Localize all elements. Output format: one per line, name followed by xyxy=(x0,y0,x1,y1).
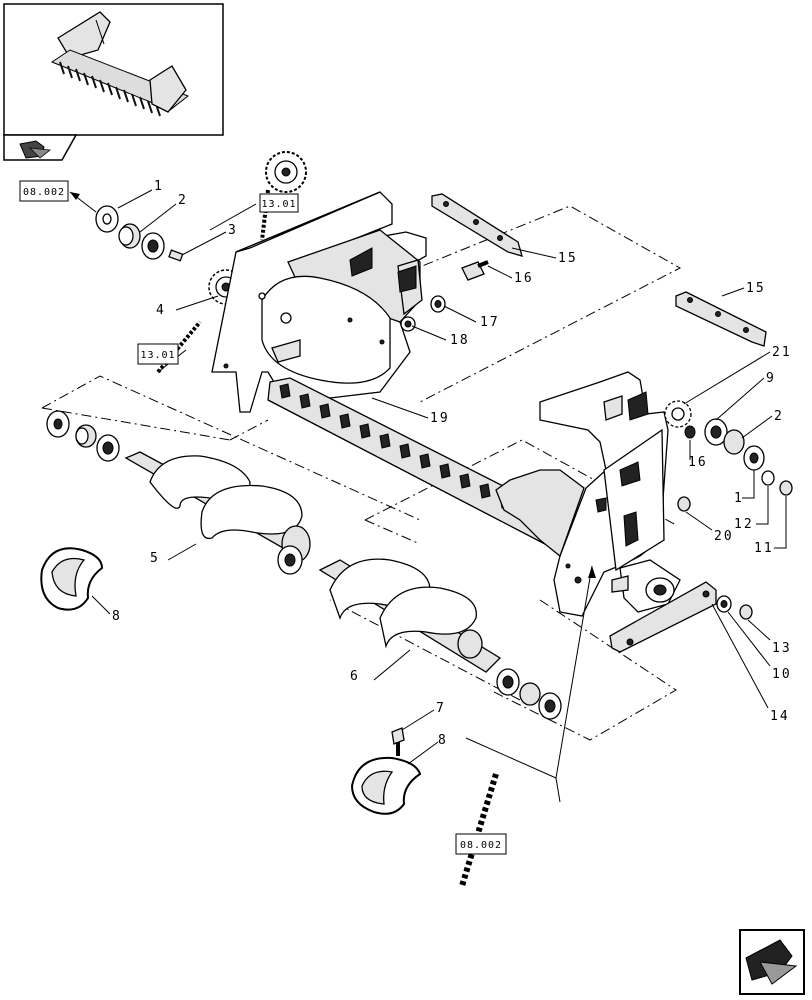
callout-10: 10 xyxy=(772,667,792,682)
callout-9: 9 xyxy=(766,371,776,386)
callout-2-left: 2 xyxy=(178,193,188,208)
bushing-part-2-left xyxy=(118,223,141,249)
svg-text:13.01: 13.01 xyxy=(261,199,296,210)
ref-box-1301-mid[interactable]: 13.01 xyxy=(137,343,179,365)
callout-5: 5 xyxy=(150,551,160,566)
bolt-part-3 xyxy=(168,249,184,262)
ref-box-08002-bottom[interactable]: 08.002 xyxy=(455,833,507,855)
callout-6: 6 xyxy=(350,669,360,684)
pivot-axle-assembly xyxy=(611,559,681,613)
callout-15-right: 15 xyxy=(746,281,766,296)
folder-arrow-icon[interactable] xyxy=(3,134,78,161)
leader-lines xyxy=(91,189,787,765)
drive-chain xyxy=(459,773,499,887)
callout-19: 19 xyxy=(430,411,450,426)
right-side-frame xyxy=(495,371,669,617)
callout-3: 3 xyxy=(228,223,238,238)
washer-part-1-right xyxy=(743,445,765,471)
callout-labels: 1 2 3 4 5 6 7 8 8 15 16 17 18 19 15 21 9… xyxy=(112,179,792,748)
callout-16-right: 16 xyxy=(688,455,708,470)
ref-box-08002-top[interactable]: 08.002 xyxy=(19,180,69,202)
washer-part-10 xyxy=(716,595,732,613)
callout-18: 18 xyxy=(450,333,470,348)
flange-part-9 xyxy=(704,418,728,446)
auger-part-5 xyxy=(124,451,311,575)
callout-15-top: 15 xyxy=(558,251,578,266)
nut-part-11 xyxy=(779,480,793,496)
auger-part-6 xyxy=(318,558,562,720)
callout-11: 11 xyxy=(754,541,774,556)
nut-part-17 xyxy=(430,295,446,313)
callout-12: 12 xyxy=(734,517,754,532)
svg-text:08.002: 08.002 xyxy=(23,187,65,198)
callout-13: 13 xyxy=(772,641,792,656)
flange-bearing-left xyxy=(141,232,165,260)
callout-14: 14 xyxy=(770,709,790,724)
slat-part-15-right xyxy=(675,291,767,347)
large-sprocket xyxy=(260,151,307,241)
svg-text:08.002: 08.002 xyxy=(460,840,502,851)
callout-16-top: 16 xyxy=(514,271,534,286)
callout-4: 4 xyxy=(156,303,166,318)
slat-part-15-top xyxy=(431,193,523,257)
callout-20: 20 xyxy=(714,529,734,544)
bolt-part-20 xyxy=(677,496,691,512)
svg-text:13.01: 13.01 xyxy=(140,350,175,361)
callout-8-upper: 8 xyxy=(112,609,122,624)
callout-8-lower: 8 xyxy=(438,733,448,748)
ref-box-1301-top[interactable]: 13.01 xyxy=(259,193,299,213)
callout-1-left: 1 xyxy=(154,179,164,194)
callout-1-right: 1 xyxy=(734,491,744,506)
callout-2-right: 2 xyxy=(774,409,784,424)
bolt-part-7 xyxy=(391,727,405,756)
bolt-part-16-right xyxy=(684,425,696,439)
assembly-lines xyxy=(41,205,682,741)
callout-17: 17 xyxy=(480,315,500,330)
bolt-part-16-top xyxy=(461,260,489,281)
assembly-thumbnail[interactable] xyxy=(3,3,224,136)
guard-part-8-lower xyxy=(350,756,422,815)
bushing-part-2-right xyxy=(723,429,745,455)
washer-part-18 xyxy=(400,316,416,332)
bar-part-14 xyxy=(609,581,717,653)
washer-part-12 xyxy=(761,470,775,486)
sprocket-part-21 xyxy=(664,400,692,428)
left-side-frame xyxy=(211,191,427,413)
guard-part-8-upper xyxy=(40,547,104,611)
left-shaft-bearing-group xyxy=(46,410,120,462)
nut-part-13 xyxy=(739,604,753,620)
next-page-arrow-icon[interactable] xyxy=(739,929,805,995)
callout-21: 21 xyxy=(772,345,792,360)
callout-7: 7 xyxy=(436,701,446,716)
washer-part-1-left xyxy=(95,205,119,233)
